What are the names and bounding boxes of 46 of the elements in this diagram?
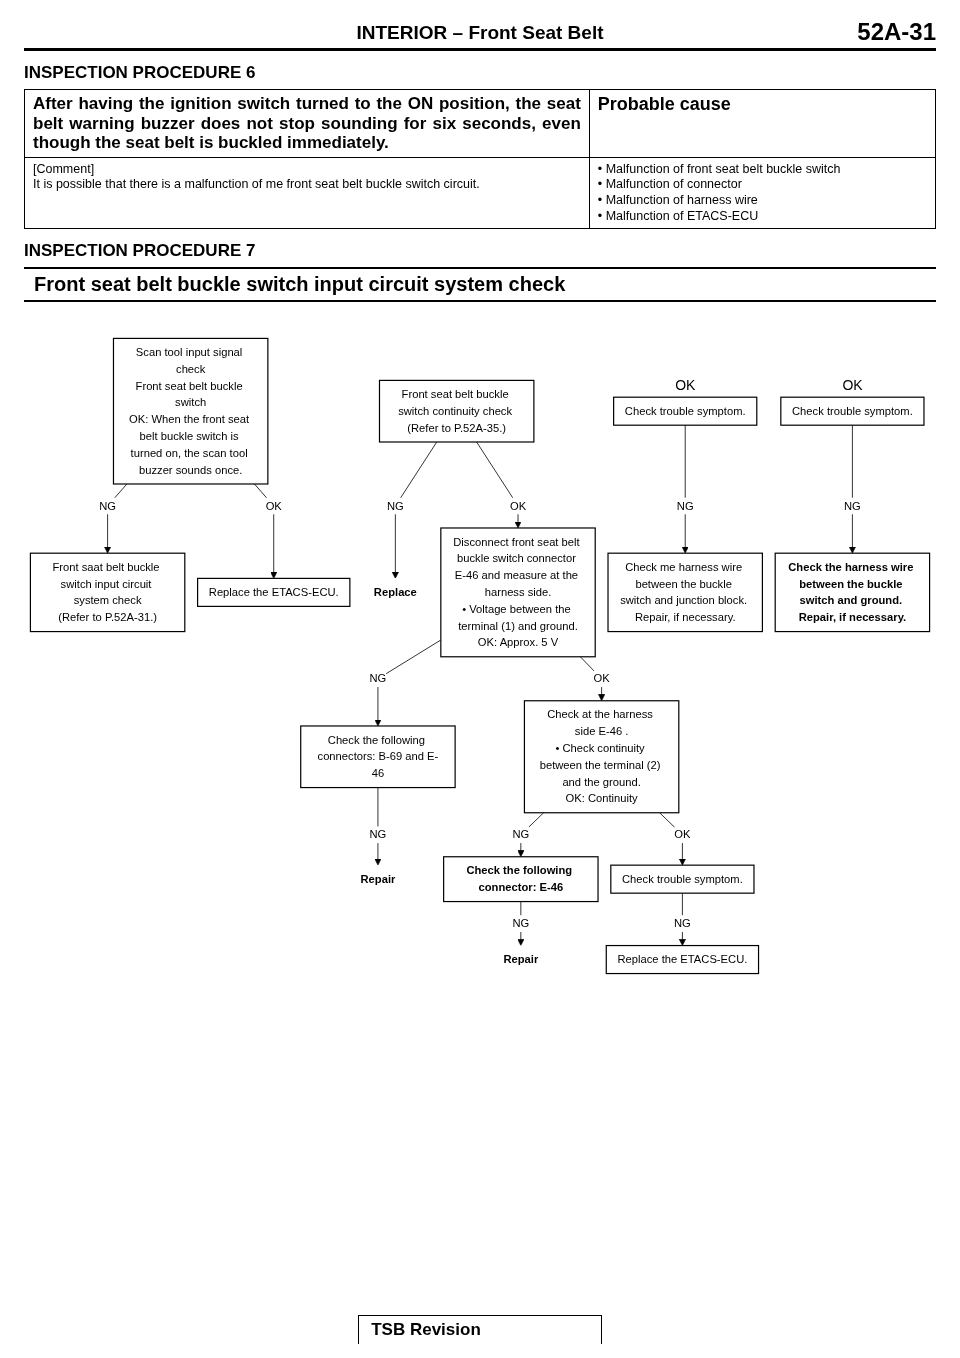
- page-number: 52A-31: [857, 18, 936, 46]
- node-box: Scan tool input signal check Front seat belt buckle switch OK: When the front seat belt buckle switch is turned on, the scan tool buzzer sounds once.: [112, 337, 269, 485]
- cause-item: • Malfunction of harness wire: [597, 192, 759, 209]
- edge-label: OK: [265, 499, 282, 513]
- node-box: Front seat belt buckle switch continuity check (Refer to P.52A-35.): [378, 379, 535, 443]
- node-text: Replace: [373, 585, 417, 599]
- page-title: INTERIOR – Front Seat Belt: [356, 22, 604, 43]
- cause-item: • Malfunction of front seat belt buckle switch: [597, 161, 842, 178]
- edge-label: NG: [99, 499, 116, 513]
- node-text: Repair: [503, 952, 539, 966]
- edge-label: NG: [674, 916, 691, 930]
- edge-label: NG: [512, 916, 530, 930]
- procedure-heading: Front seat belt buckle switch input circuit system check: [34, 273, 566, 296]
- cause-item: • Malfunction of connector: [597, 177, 743, 193]
- flow-label: OK: [842, 377, 863, 394]
- symptom-text: After having the ignition switch turned to the ON position, the seat belt warning buzzer does not stop sounding for six seconds, even though the seat belt is buckled immediately.: [33, 94, 581, 153]
- edge-label: NG: [369, 828, 387, 841]
- node-box: Check me harness wire between the buckle switch and junction block. Repair, if necessary.: [607, 552, 763, 633]
- edge-label: OK: [509, 499, 527, 513]
- section-heading: INSPECTION PROCEDURE 6: [24, 63, 256, 83]
- node-box: Check the following connector: E-46: [443, 856, 599, 903]
- flow-label: OK: [675, 377, 696, 394]
- node-box: Check at the harness side E-46 . • Check continuity between the terminal (2) and the ground. OK: Continuity: [523, 700, 680, 814]
- node-box: Check trouble symptom.: [613, 396, 758, 426]
- comment-heading: [Comment]: [33, 161, 96, 178]
- section-heading: INSPECTION PROCEDURE 7: [24, 241, 256, 262]
- edge-label: OK: [593, 672, 610, 685]
- node-text: Repair: [360, 872, 396, 886]
- node-box: Replace the ETACS-ECU.: [605, 945, 760, 975]
- cause-item: • Malfunction of ETACS-ECU: [597, 208, 760, 225]
- node-box: Disconnect front seat belt buckle switch connector E-46 and measure at the harness side. • Voltage between the terminal (1) and ground. OK: Approx. 5 V: [440, 527, 596, 658]
- edge-label: OK: [674, 828, 691, 841]
- column-heading: Probable cause: [597, 94, 732, 115]
- edge-label: NG: [386, 499, 404, 513]
- revision-label: TSB Revision: [358, 1315, 602, 1344]
- edge-label: NG: [369, 672, 387, 685]
- edge-label: NG: [512, 828, 530, 841]
- node-box: Check the harness wire between the buckle switch and ground. Repair, if necessary.: [774, 552, 931, 633]
- edge-label: NG: [844, 499, 861, 513]
- node-box: Check the following connectors: B-69 and E-46: [300, 725, 456, 789]
- node-box: Check trouble symptom.: [610, 864, 755, 894]
- edge-label: NG: [676, 499, 694, 513]
- node-box: Front saat belt buckle switch input circuit system check (Refer to P.52A-31.): [29, 552, 186, 633]
- comment-text: It is possible that there is a malfunction of me front seat belt buckle switch circuit.: [33, 177, 481, 193]
- node-box: Replace the ETACS-ECU.: [197, 577, 351, 608]
- node-box: Check trouble symptom.: [780, 396, 925, 426]
